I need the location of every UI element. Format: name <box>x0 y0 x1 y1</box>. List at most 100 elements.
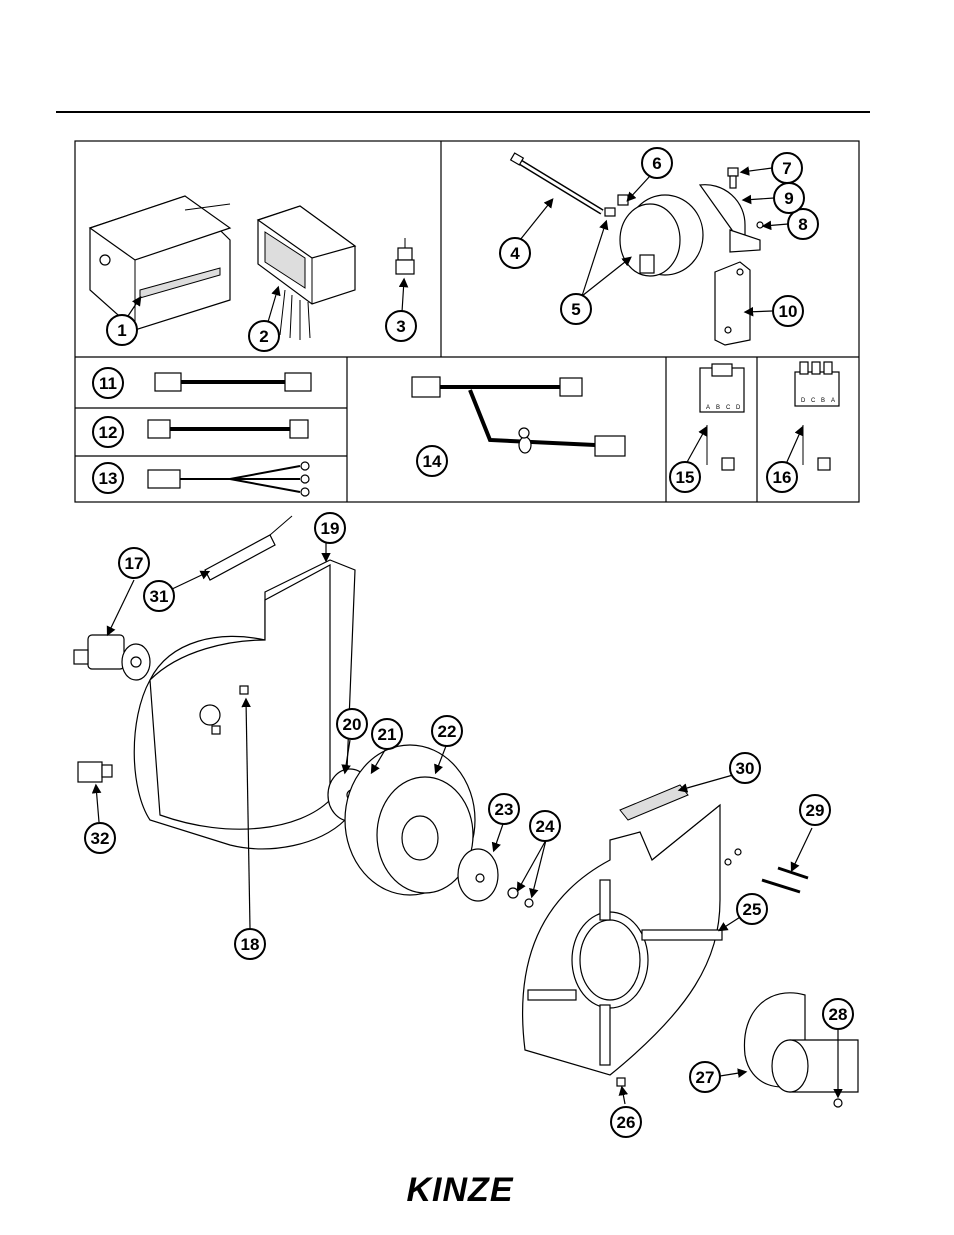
rod <box>511 153 602 212</box>
svg-text:5: 5 <box>571 300 580 319</box>
bolt <box>728 168 738 188</box>
connector-15-pin-a: A <box>706 405 710 411</box>
callout-15: 15 <box>670 462 700 492</box>
svg-text:17: 17 <box>125 554 144 573</box>
svg-text:21: 21 <box>378 725 397 744</box>
fitting <box>396 238 414 274</box>
connector-16-pin-b: B <box>821 398 825 404</box>
callout-23: 23 <box>489 794 519 824</box>
harness-14 <box>412 377 625 456</box>
connector-15: A B C D <box>700 364 744 470</box>
rear-housing <box>523 805 722 1075</box>
svg-text:10: 10 <box>779 302 798 321</box>
bottom-bolt <box>617 1078 625 1086</box>
callout-1: 1 <box>107 315 137 345</box>
callout-13: 13 <box>93 463 123 493</box>
connector-16-pin-c: C <box>811 398 816 404</box>
outlet-screw <box>834 1099 842 1107</box>
callout-6: 6 <box>642 148 672 178</box>
callout-12: 12 <box>93 417 123 447</box>
valve <box>78 762 112 782</box>
svg-text:15: 15 <box>676 468 695 487</box>
svg-text:22: 22 <box>438 722 457 741</box>
harness-12 <box>148 420 308 438</box>
callout-11: 11 <box>93 368 123 398</box>
callout-30: 30 <box>730 753 760 783</box>
callout-26: 26 <box>611 1107 641 1137</box>
screw <box>757 222 763 228</box>
callout-28: 28 <box>823 999 853 1029</box>
callout-9: 9 <box>774 183 804 213</box>
harness-13 <box>148 462 309 496</box>
screen <box>620 785 688 820</box>
svg-text:25: 25 <box>743 900 762 919</box>
svg-text:2: 2 <box>259 327 268 346</box>
callout-4: 4 <box>500 238 530 268</box>
svg-text:11: 11 <box>99 374 117 393</box>
hydraulic-motor <box>74 635 150 680</box>
monitor-console <box>90 196 230 330</box>
callout-16: 16 <box>767 462 797 492</box>
svg-text:6: 6 <box>652 154 661 173</box>
seal-strip <box>205 516 292 580</box>
harness-11 <box>155 373 311 391</box>
l-bracket <box>715 262 750 345</box>
callout-20: 20 <box>337 709 367 739</box>
hub-disc <box>458 849 498 901</box>
connector-16-pin-a: A <box>831 398 835 404</box>
svg-text:32: 32 <box>91 829 110 848</box>
svg-text:20: 20 <box>343 715 362 734</box>
nut <box>618 195 628 205</box>
svg-text:18: 18 <box>241 935 260 954</box>
studs <box>725 849 808 892</box>
callout-2: 2 <box>249 321 279 351</box>
fan-wheel <box>345 745 475 895</box>
svg-text:8: 8 <box>798 215 807 234</box>
callout-10: 10 <box>773 296 803 326</box>
callout-3: 3 <box>386 311 416 341</box>
svg-text:27: 27 <box>696 1068 715 1087</box>
svg-text:14: 14 <box>423 452 442 471</box>
callout-24: 24 <box>530 811 560 841</box>
callout-21: 21 <box>372 719 402 749</box>
callout-27: 27 <box>690 1062 720 1092</box>
svg-text:28: 28 <box>829 1005 848 1024</box>
svg-text:19: 19 <box>321 519 340 538</box>
svg-text:30: 30 <box>736 759 755 778</box>
callout-32: 32 <box>85 823 115 853</box>
control-module <box>258 206 355 340</box>
sensor-housing <box>605 195 703 276</box>
connector-15-pin-d: D <box>736 405 741 411</box>
svg-text:12: 12 <box>99 423 118 442</box>
svg-text:4: 4 <box>510 244 520 263</box>
svg-text:31: 31 <box>150 587 169 606</box>
svg-text:9: 9 <box>784 189 793 208</box>
callout-22: 22 <box>432 716 462 746</box>
connector-16: D C B A <box>795 362 839 470</box>
svg-text:1: 1 <box>117 321 126 340</box>
callout-14: 14 <box>417 446 447 476</box>
washer-nut <box>508 888 533 907</box>
callout-5: 5 <box>561 294 591 324</box>
callout-17: 17 <box>119 548 149 578</box>
svg-text:23: 23 <box>495 800 514 819</box>
callout-31: 31 <box>144 581 174 611</box>
callout-25: 25 <box>737 894 767 924</box>
callout-19: 19 <box>315 513 345 543</box>
connector-15-pin-c: C <box>726 405 731 411</box>
svg-text:13: 13 <box>99 469 118 488</box>
connector-15-pin-b: B <box>716 405 720 411</box>
svg-text:7: 7 <box>782 159 791 178</box>
callout-18: 18 <box>235 929 265 959</box>
callout-29: 29 <box>800 795 830 825</box>
svg-text:KINZE: KINZE <box>407 1171 514 1209</box>
plate-bracket <box>700 185 760 252</box>
svg-text:16: 16 <box>773 468 792 487</box>
svg-text:3: 3 <box>396 317 405 336</box>
callout-7: 7 <box>772 153 802 183</box>
kinze-logo: KINZE <box>407 1171 514 1209</box>
svg-text:29: 29 <box>806 801 825 820</box>
connector-16-pin-d: D <box>801 398 806 404</box>
svg-text:24: 24 <box>536 817 555 836</box>
